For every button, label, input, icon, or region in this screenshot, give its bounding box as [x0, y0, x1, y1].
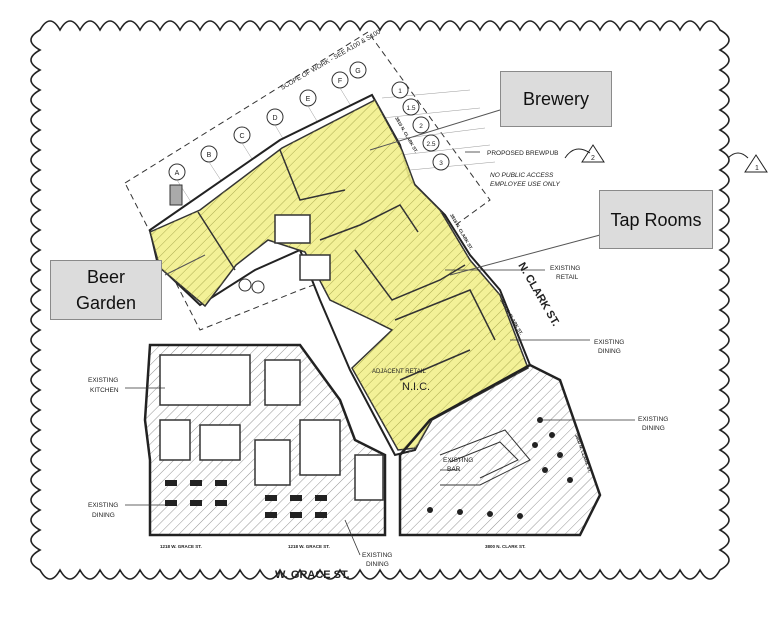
grid-bubbles-side: 1 1.5 2 2.5 3 [391, 81, 450, 171]
existing-building-east [398, 363, 602, 537]
svg-text:E: E [306, 96, 311, 103]
svg-text:3: 3 [439, 160, 443, 167]
existing-bar-label-1: EXISTING [443, 457, 473, 464]
address-1218-b: 1218 W. GRACE ST. [288, 544, 330, 549]
scope-of-work-label: SCOPE OF WORK - SEE A100 & S100 [280, 28, 383, 91]
existing-dining-label-2: DINING [598, 348, 621, 355]
svg-text:A: A [175, 170, 180, 177]
existing-west-tables [165, 480, 327, 518]
tap-rooms-callout: Tap Rooms [599, 190, 713, 249]
adjacent-retail-label: ADJACENT RETAIL [372, 369, 426, 375]
existing-retail-label-2: RETAIL [556, 274, 579, 281]
existing-dining-left-label-2: DINING [92, 512, 115, 519]
grid-bubble-d: D [266, 108, 284, 126]
grid-bubble-g: G [349, 61, 367, 79]
svg-text:D: D [272, 115, 277, 122]
highlight-hatch [150, 100, 528, 450]
existing-retail-label-1: EXISTING [550, 265, 580, 272]
grid-bubble-1-5: 1.5 [402, 98, 420, 116]
existing-east-tables [427, 417, 573, 519]
grid-bubble-f: F [331, 71, 349, 89]
beer-garden-callout-line1: Beer [86, 267, 126, 287]
existing-dining-right-label-2: DINING [642, 425, 665, 432]
existing-west-interior [159, 354, 384, 501]
existing-dining-bottom-label-2: DINING [366, 561, 389, 568]
employee-use-only-label: EMPLOYEE USE ONLY [490, 181, 561, 188]
svg-text:2: 2 [591, 155, 595, 162]
grid-bubble-3: 3 [432, 153, 450, 171]
grid-bubble-2: 2 [412, 116, 430, 134]
grid-bubble-a: A [168, 163, 186, 181]
revision-triangle-1: 1 [744, 154, 768, 173]
brewpub-fixtures [169, 184, 265, 294]
address-1218-a: 1218 W. GRACE ST. [160, 544, 202, 549]
svg-text:1: 1 [398, 88, 402, 95]
existing-east-bar [439, 429, 531, 486]
grid-bubble-e: E [299, 89, 317, 107]
existing-bar-label-2: BAR [447, 466, 461, 473]
grid-bubble-1: 1 [391, 81, 409, 99]
revision-cloud-border [30, 20, 730, 580]
svg-text:1: 1 [755, 165, 759, 172]
svg-text:F: F [338, 78, 342, 85]
leader-lines [125, 151, 635, 556]
revision-1-cloud [727, 152, 749, 159]
existing-dining-label-1: EXISTING [594, 339, 624, 346]
revision-triangle-2: 2 [581, 144, 605, 163]
revision-2-cloud [564, 148, 591, 159]
nic-label: N.I.C. [402, 381, 430, 393]
existing-dining-bottom-label-1: EXISTING [362, 552, 392, 559]
svg-text:C: C [239, 133, 244, 140]
existing-kitchen-label-2: KITCHEN [90, 387, 119, 394]
beer-garden-callout: Beer Garden [50, 260, 162, 320]
svg-text:G: G [355, 68, 360, 75]
brewpub-interior-walls [197, 149, 496, 381]
tap-rooms-callout-text: Tap Rooms [610, 209, 702, 230]
existing-dining-right-label-1: EXISTING [638, 416, 668, 423]
grid-bubble-2-5: 2.5 [422, 134, 440, 152]
svg-text:B: B [207, 152, 212, 159]
grid-bubble-c: C [233, 126, 251, 144]
svg-text:1.5: 1.5 [406, 105, 415, 112]
brewery-callout-text: Brewery [522, 89, 589, 109]
brewery-callout: Brewery [500, 71, 612, 127]
no-public-access-label: NO PUBLIC ACCESS [490, 172, 554, 179]
proposed-brewpub-label: PROPOSED BREWPUB [487, 150, 559, 157]
w-grace-street-label: W. GRACE ST. [275, 569, 350, 581]
existing-dining-left-label-1: EXISTING [88, 502, 118, 509]
beer-garden-callout-line2: Garden [75, 293, 137, 313]
svg-text:2: 2 [419, 123, 423, 130]
address-3800: 3800 N. CLARK ST. [485, 544, 526, 549]
callout-pointers [164, 109, 601, 276]
grid-bubble-b: B [200, 145, 218, 163]
grid-bubbles-top: A B C D E F G [168, 61, 367, 181]
svg-text:2.5: 2.5 [426, 141, 435, 148]
existing-kitchen-label-1: EXISTING [88, 377, 118, 384]
